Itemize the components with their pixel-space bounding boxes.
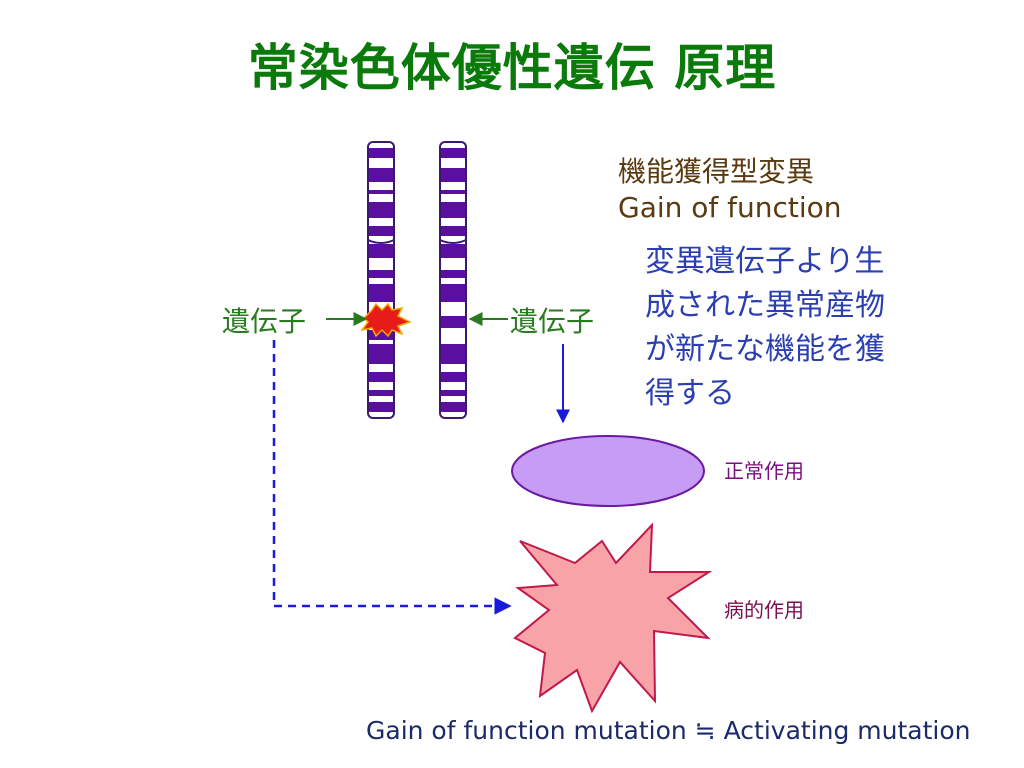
description-line: 成された異常産物 (645, 288, 885, 323)
gain-of-function-jp-label: 機能獲得型変異 (618, 155, 815, 188)
mutant-path-arrow (272, 340, 512, 615)
footer-caption: Gain of function mutation ≒ Activating m… (366, 716, 971, 745)
abnormal-product-star (513, 522, 713, 714)
chromosome-left (367, 141, 395, 419)
description-block: 変異遺伝子より生 成された異常産物 が新たな機能を獲 得する (645, 240, 885, 416)
normal-effect-label: 正常作用 (724, 459, 804, 483)
gain-of-function-en-label: Gain of function (618, 191, 842, 224)
page-title: 常染色体優性遺伝 原理 (247, 39, 777, 97)
mutation-burst-icon (360, 302, 412, 338)
chromosome-right (439, 141, 467, 419)
description-line: 得する (645, 376, 735, 411)
gene-label-normal: 遺伝子 (510, 305, 595, 338)
normal-product-ellipse (511, 435, 705, 507)
pathological-effect-label: 病的作用 (724, 598, 804, 622)
description-line: が新たな機能を獲 (645, 332, 885, 367)
gene-label-mutant: 遺伝子 (222, 305, 307, 338)
description-line: 変異遺伝子より生 (645, 244, 885, 279)
